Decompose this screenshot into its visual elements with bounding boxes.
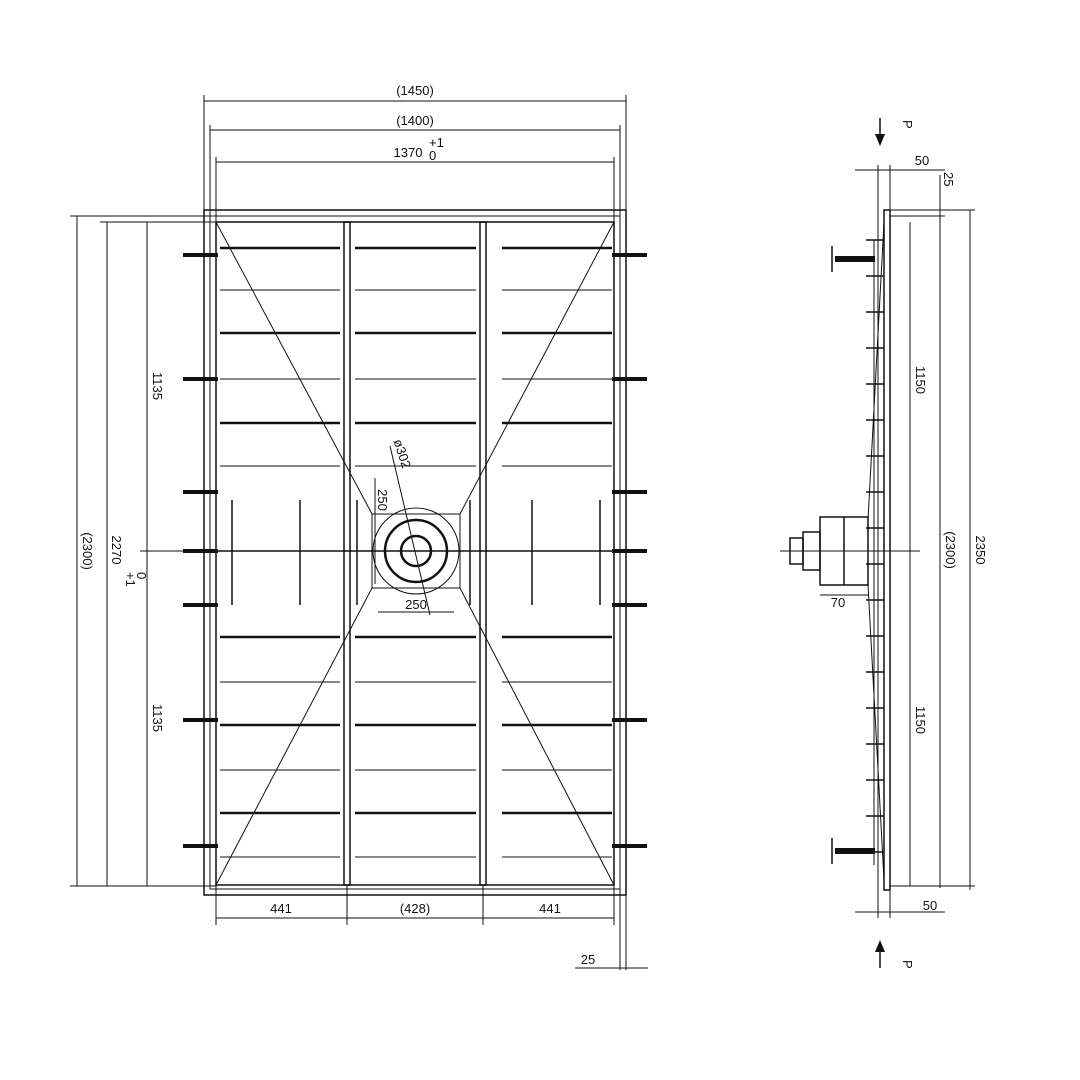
dim-height: (2300) bbox=[943, 531, 958, 569]
section-label-top: P bbox=[900, 120, 915, 129]
dim-bay-left: 441 bbox=[270, 901, 292, 916]
support-beam-left bbox=[343, 221, 351, 886]
dim-overall-height: (2300) bbox=[80, 532, 95, 570]
dim-inner-height-tol-lower: 0 bbox=[134, 572, 149, 579]
dim-inner-width-tol-upper: +1 bbox=[429, 135, 444, 150]
dim-top-offset: 25 bbox=[941, 172, 956, 186]
drain-box bbox=[371, 513, 461, 589]
dim-edge-offset: 25 bbox=[581, 952, 595, 967]
side-brackets bbox=[831, 246, 875, 864]
side-view: P P 50 25 1150 1150 (2300) 2350 70 50 bbox=[780, 118, 988, 969]
edge-clips bbox=[183, 253, 647, 848]
dim-bay-center: (428) bbox=[400, 901, 430, 916]
dim-inner-width: 1370 bbox=[394, 145, 423, 160]
dimensions-left bbox=[70, 215, 216, 887]
slope-lines bbox=[215, 221, 615, 886]
dim-lower: 1150 bbox=[913, 706, 928, 734]
section-arrow-top bbox=[875, 118, 885, 146]
dim-overall: 2350 bbox=[973, 536, 988, 565]
drain-outer-circle bbox=[372, 507, 460, 595]
dim-lower-half: 1135 bbox=[150, 704, 165, 732]
dim-frame-width: (1400) bbox=[396, 113, 434, 128]
drain bbox=[371, 445, 461, 616]
dim-inner-width-tol-lower: 0 bbox=[429, 148, 436, 163]
dim-inner-height-tol-upper: +1 bbox=[123, 572, 138, 587]
dim-drain-projection: 70 bbox=[831, 595, 845, 610]
drain-mid-circle bbox=[383, 518, 449, 584]
dim-inner-height: 2270 bbox=[109, 536, 124, 565]
dim-overall-width: (1450) bbox=[396, 83, 434, 98]
section-label-bottom: P bbox=[900, 960, 915, 969]
grating-bars bbox=[220, 246, 612, 858]
dimensions-top bbox=[203, 95, 627, 970]
inner-frame bbox=[215, 221, 615, 886]
dim-drain-box-width: 250 bbox=[405, 597, 427, 612]
section-arrow-bottom bbox=[875, 940, 885, 968]
dim-bay-right: 441 bbox=[539, 901, 561, 916]
drain-inner-circle bbox=[399, 534, 433, 568]
dim-top-thickness: 50 bbox=[915, 153, 929, 168]
dim-drain-box-height: 250 bbox=[375, 489, 390, 511]
plan-view: (1450) (1400) 1370 +1 0 (2300) 2270 +1 0… bbox=[70, 83, 648, 970]
dimensions-bottom bbox=[215, 885, 648, 969]
side-slope-lines bbox=[867, 221, 885, 881]
side-dimensions bbox=[855, 165, 975, 918]
side-plate bbox=[883, 209, 891, 891]
dim-upper: 1150 bbox=[913, 366, 928, 394]
dim-upper-half: 1135 bbox=[150, 372, 165, 400]
side-drain-body bbox=[780, 516, 920, 596]
dim-bottom-thickness: 50 bbox=[923, 898, 937, 913]
support-beam-right bbox=[479, 221, 487, 886]
